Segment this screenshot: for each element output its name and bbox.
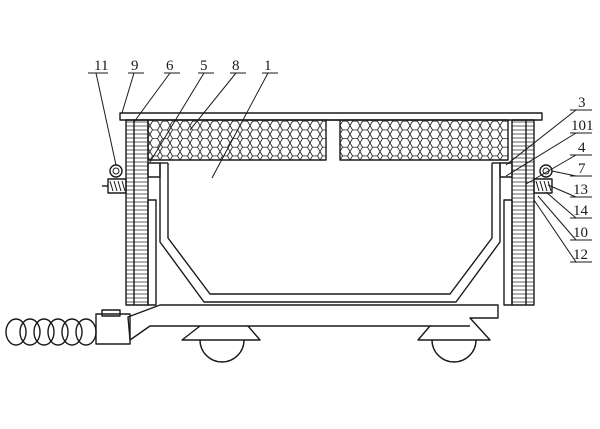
top-cover-plate [119, 112, 543, 121]
label-13: 13 [573, 182, 588, 198]
inner-support-columns [147, 199, 513, 306]
towing-hitch [95, 309, 131, 345]
label-6: 6 [166, 58, 174, 74]
label-9: 9 [131, 58, 139, 74]
label-1: 1 [264, 58, 272, 74]
label-8: 8 [232, 58, 240, 74]
left-outer-wall [125, 119, 149, 306]
top-part-labels: 11 9 6 5 8 1 [94, 58, 272, 74]
label-3: 3 [578, 95, 586, 111]
tank-brackets [147, 162, 513, 178]
leader-lines [88, 72, 592, 263]
wheels [199, 339, 477, 363]
label-14: 14 [573, 203, 589, 219]
left-clamp-assembly [102, 164, 127, 194]
right-clamp-assembly [533, 164, 553, 194]
chassis-frame [127, 304, 499, 341]
right-part-labels: 3 101 4 7 13 14 10 12 [571, 95, 594, 263]
label-101: 101 [571, 118, 594, 134]
label-10: 10 [573, 225, 588, 241]
label-12: 12 [573, 247, 588, 263]
label-4: 4 [578, 140, 586, 156]
inner-tank-body [159, 162, 501, 303]
label-5: 5 [200, 58, 208, 74]
label-11: 11 [94, 58, 108, 74]
right-outer-wall [511, 119, 535, 306]
tow-chain [5, 318, 97, 346]
honeycomb-filter-layer [147, 119, 509, 161]
label-7: 7 [578, 161, 586, 177]
